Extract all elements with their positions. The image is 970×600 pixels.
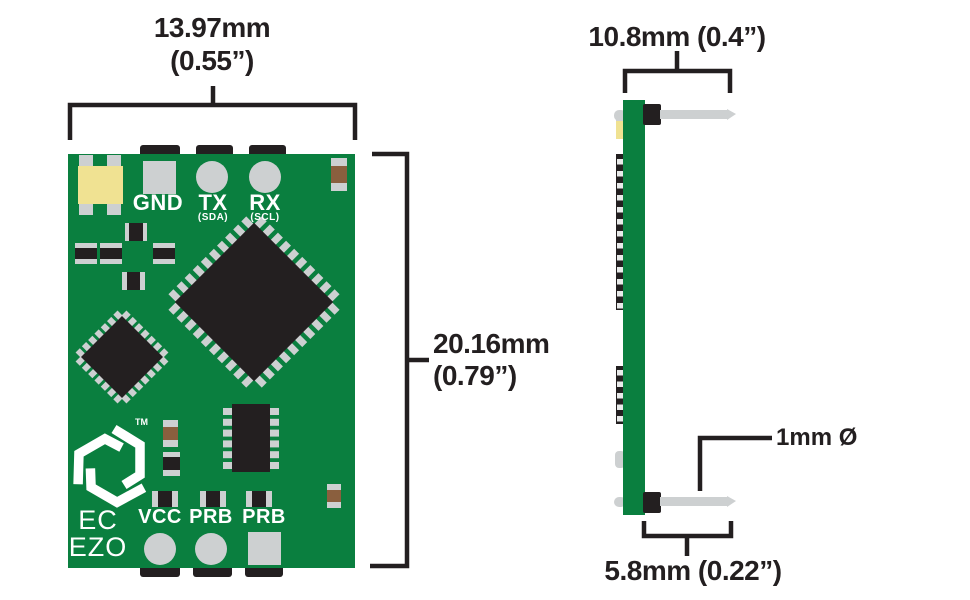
side-top-pin	[643, 104, 736, 125]
side-crystal	[616, 115, 624, 139]
circuit-name-line1: EC	[78, 505, 118, 535]
front-width-label-in: (0.55”)	[170, 45, 254, 76]
side-bottom-pin	[643, 492, 736, 513]
bottom-passives	[152, 491, 272, 507]
pin-length-label: 5.8mm (0.22”)	[604, 555, 782, 586]
trademark-label: TM	[135, 417, 148, 427]
pin-diameter-label: 1mm Ø	[776, 424, 858, 451]
rx-pad-label: RX	[249, 190, 281, 215]
prb-left-pad	[195, 533, 227, 565]
front-width-label-mm: 13.97mm	[153, 12, 271, 43]
tx-pad	[196, 161, 228, 193]
resistor-top-right	[331, 158, 347, 191]
front-width-bracket	[67, 102, 358, 140]
prb-right-pad-label: PRB	[242, 506, 286, 528]
side-capacitor	[615, 451, 625, 468]
pin-length-bracket	[641, 521, 734, 539]
front-board-view	[68, 145, 355, 577]
passive-components	[75, 223, 175, 290]
tx-pad-sublabel: (SDA)	[197, 212, 229, 223]
rx-pad-sublabel: (SCL)	[250, 212, 280, 223]
front-height-bracket	[370, 151, 410, 569]
dimension-lines	[67, 51, 772, 569]
side-chip-pins-top	[616, 154, 624, 310]
gnd-pad-label: GND	[132, 190, 184, 215]
resistor-mid-left	[163, 420, 180, 476]
vcc-pad-label: VCC	[138, 506, 182, 528]
gnd-pad	[143, 161, 176, 194]
secondary-chip	[75, 310, 169, 404]
prb-left-pad-label: PRB	[189, 506, 233, 528]
soic-chip	[223, 404, 279, 472]
resistor-bottom-right	[327, 484, 341, 508]
atlas-scientific-logo-icon	[73, 424, 147, 508]
side-width-bracket	[622, 68, 733, 93]
side-chip-pins-bottom	[616, 366, 624, 424]
tx-pad-label: TX	[198, 190, 228, 215]
side-width-label: 10.8mm (0.4”)	[588, 21, 766, 52]
circuit-name-line2: EZO	[68, 532, 128, 562]
front-height-label-mm: 20.16mm	[433, 328, 550, 359]
side-pcb	[623, 100, 645, 515]
crystal-component	[78, 155, 123, 215]
side-board-view	[614, 100, 736, 515]
rx-pad	[249, 161, 281, 193]
pin-diameter-callout	[697, 435, 772, 491]
front-height-label-in: (0.79”)	[433, 360, 517, 391]
prb-right-pad	[248, 532, 281, 565]
vcc-pad	[144, 533, 176, 565]
